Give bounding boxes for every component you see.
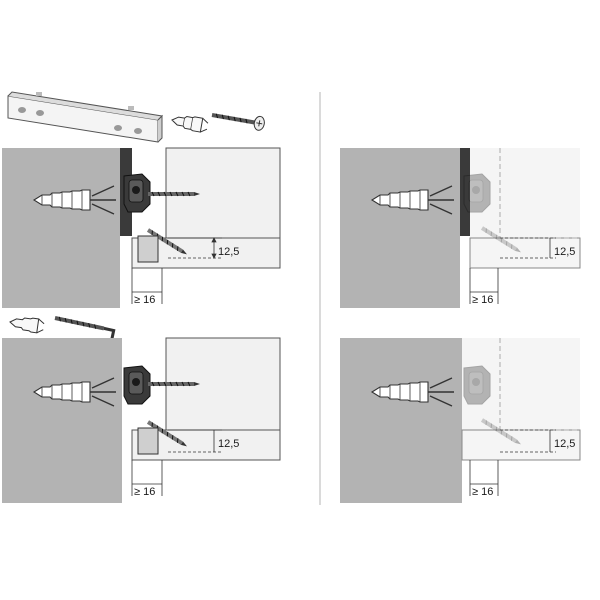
- height-label: 12,5: [218, 246, 239, 258]
- dimension-gap: [469, 268, 499, 304]
- wall-plug-icon: [9, 317, 45, 334]
- cabinet-hanger-icon: [123, 365, 151, 405]
- wall: [2, 148, 120, 308]
- dimension-height: [168, 237, 222, 259]
- hook-screw-icon: [54, 316, 116, 341]
- mounting-rail-icon: [7, 91, 164, 143]
- dimension-height: [500, 237, 556, 259]
- dimension-gap: [469, 460, 499, 496]
- panel-bottom-left: 12,5 ≥ 16: [2, 337, 281, 503]
- gap-label: ≥ 16: [472, 294, 493, 306]
- dimension-gap: [131, 268, 163, 304]
- panel-top-left: 12,5 ≥ 16: [2, 147, 281, 308]
- wall: [340, 338, 462, 503]
- screw-icon: [147, 191, 201, 197]
- dimension-gap: [131, 460, 163, 496]
- wall: [2, 338, 122, 503]
- screw-icon: [211, 113, 265, 131]
- screw-icon: [147, 381, 201, 387]
- cabinet-hanger-icon: [123, 173, 151, 213]
- gap-label: ≥ 16: [134, 486, 155, 498]
- wall-plug-icon: [171, 115, 209, 133]
- wall: [340, 148, 460, 308]
- gap-label: ≥ 16: [134, 294, 155, 306]
- gap-label: ≥ 16: [472, 486, 493, 498]
- panel-top-right: 12,5 ≥ 16: [340, 148, 581, 308]
- dimension-height: [168, 429, 222, 453]
- height-label: 12,5: [554, 438, 575, 450]
- dimension-height: [500, 429, 556, 453]
- cabinet-hanger-icon: [463, 173, 491, 213]
- height-label: 12,5: [218, 438, 239, 450]
- panel-bottom-right: 12,5 ≥ 16: [340, 338, 581, 503]
- cabinet-hanger-icon: [463, 365, 491, 405]
- height-label: 12,5: [554, 246, 575, 258]
